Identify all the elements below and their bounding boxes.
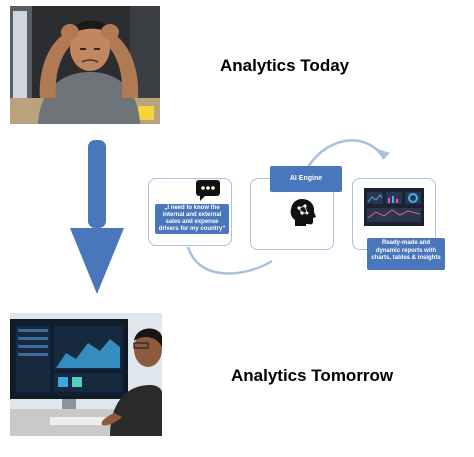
- stressed-analyst-photo: [10, 6, 160, 124]
- analytics-today-heading: Analytics Today: [220, 56, 350, 75]
- down-arrow-icon: [70, 140, 124, 294]
- analyst-computer-photo: [10, 313, 162, 436]
- reports-text-label: Ready-made and dynamic reports with char…: [367, 238, 445, 270]
- analytics-tomorrow-heading: Analytics Tomorrow: [231, 366, 394, 385]
- ai-head-icon: [290, 198, 316, 226]
- flow-connectors: [186, 139, 390, 275]
- ai-engine-label: AI Engine: [270, 166, 342, 192]
- query-text-label: „I need to know the internal and externa…: [155, 204, 229, 234]
- dashboard-thumbnail: [364, 188, 424, 226]
- chat-bubble-icon: [196, 180, 222, 202]
